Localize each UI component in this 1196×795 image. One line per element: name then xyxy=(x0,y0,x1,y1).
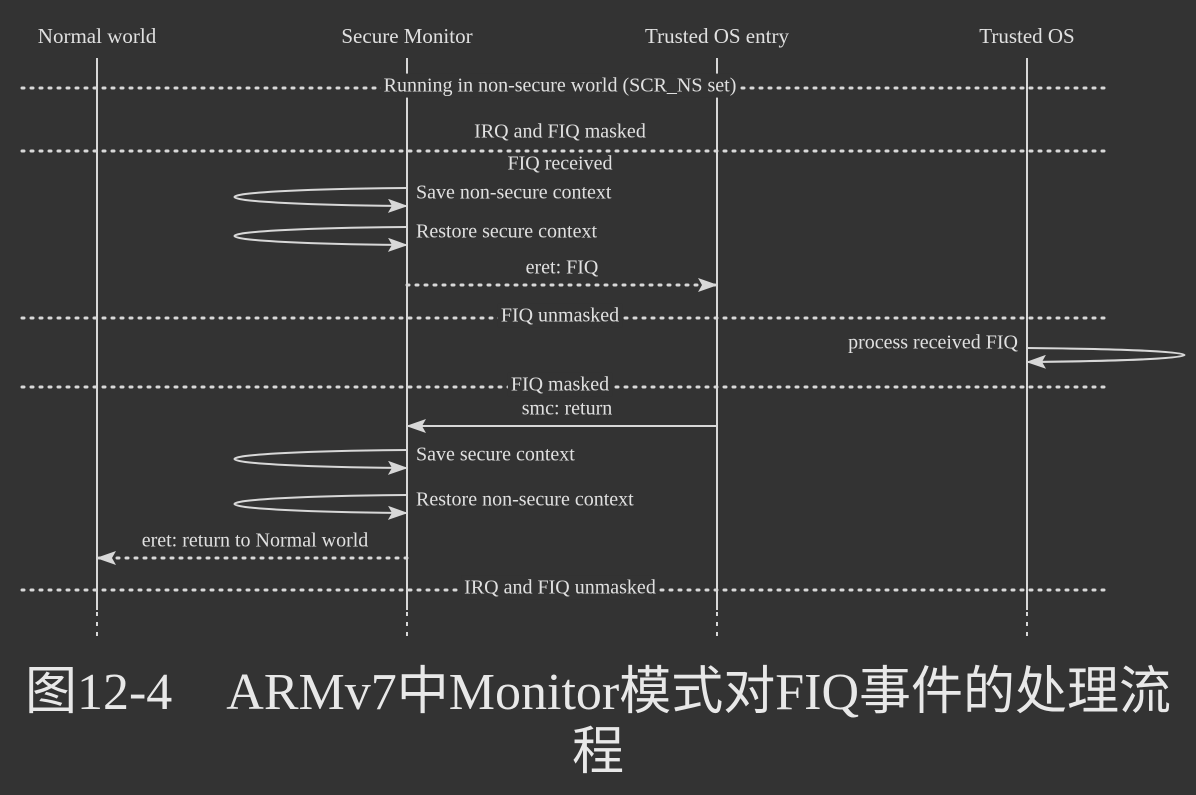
participant-tos: Trusted OS xyxy=(979,24,1075,48)
self-message-arrow xyxy=(233,187,408,213)
separator-label-bg xyxy=(507,372,613,397)
figure-title: ARMv7中Monitor模式对FIQ事件的处理流程 xyxy=(226,664,1172,781)
self-message-label: Restore secure context xyxy=(416,221,597,243)
participant-headers: Normal world Secure Monitor Trusted OS ent… xyxy=(38,24,1075,48)
separator-label-bg xyxy=(461,575,659,600)
message-label: smc: return xyxy=(522,398,613,420)
step-5-self: Restore secure context xyxy=(233,221,597,252)
step-4-self: Save non-secure context xyxy=(233,182,612,213)
self-message-arrow xyxy=(233,226,408,252)
participant-entry: Trusted OS entry xyxy=(645,24,789,48)
separator-label-bg xyxy=(497,303,623,328)
step-6-message: eret: FIQ xyxy=(405,257,719,292)
step-10-message: smc: return xyxy=(406,398,717,433)
self-message-label: process received FIQ xyxy=(848,332,1018,354)
step-2-separator: IRQ and FIQ masked xyxy=(20,121,1112,153)
separator-label: IRQ and FIQ masked xyxy=(474,121,646,143)
sequence-steps: Running in non-secure world (SCR_NS set)… xyxy=(20,73,1186,600)
separator-label: FIQ unmasked xyxy=(501,305,619,327)
separator-label: Running in non-secure world (SCR_NS set) xyxy=(384,75,737,97)
self-message-label: Save non-secure context xyxy=(416,182,612,204)
sequence-diagram: Normal world Secure Monitor Trusted OS ent… xyxy=(20,24,1186,636)
step-8-self-right: process received FIQ xyxy=(848,332,1186,369)
step-3-note: FIQ received xyxy=(508,153,613,175)
step-1-separator: Running in non-secure world (SCR_NS set) xyxy=(20,73,1112,98)
step-12-self: Restore non-secure context xyxy=(233,489,634,520)
self-message-arrow xyxy=(233,449,408,475)
step-7-separator: FIQ unmasked xyxy=(20,303,1112,328)
step-14-separator: IRQ and FIQ unmasked xyxy=(20,575,1112,600)
message-label: eret: return to Normal world xyxy=(142,530,369,552)
figure-caption: 图12-4 ARMv7中Monitor模式对FIQ事件的处理流程 xyxy=(0,663,1196,783)
participant-normal: Normal world xyxy=(38,24,157,48)
message-label: eret: FIQ xyxy=(526,257,599,279)
self-message-arrow xyxy=(1026,347,1186,369)
participant-monitor: Secure Monitor xyxy=(341,24,472,48)
separator-label: IRQ and FIQ unmasked xyxy=(464,577,656,599)
separator-label: FIQ masked xyxy=(511,374,609,396)
self-message-label: Save secure context xyxy=(416,444,575,466)
note-label: FIQ received xyxy=(508,153,613,175)
self-message-arrow xyxy=(233,494,408,520)
step-9-separator: FIQ masked xyxy=(20,372,1112,397)
figure-number: 图12-4 xyxy=(24,664,173,721)
step-13-message: eret: return to Normal world xyxy=(95,530,409,565)
separator-label-bg xyxy=(380,73,740,98)
step-11-self: Save secure context xyxy=(233,444,575,475)
self-message-label: Restore non-secure context xyxy=(416,489,634,511)
